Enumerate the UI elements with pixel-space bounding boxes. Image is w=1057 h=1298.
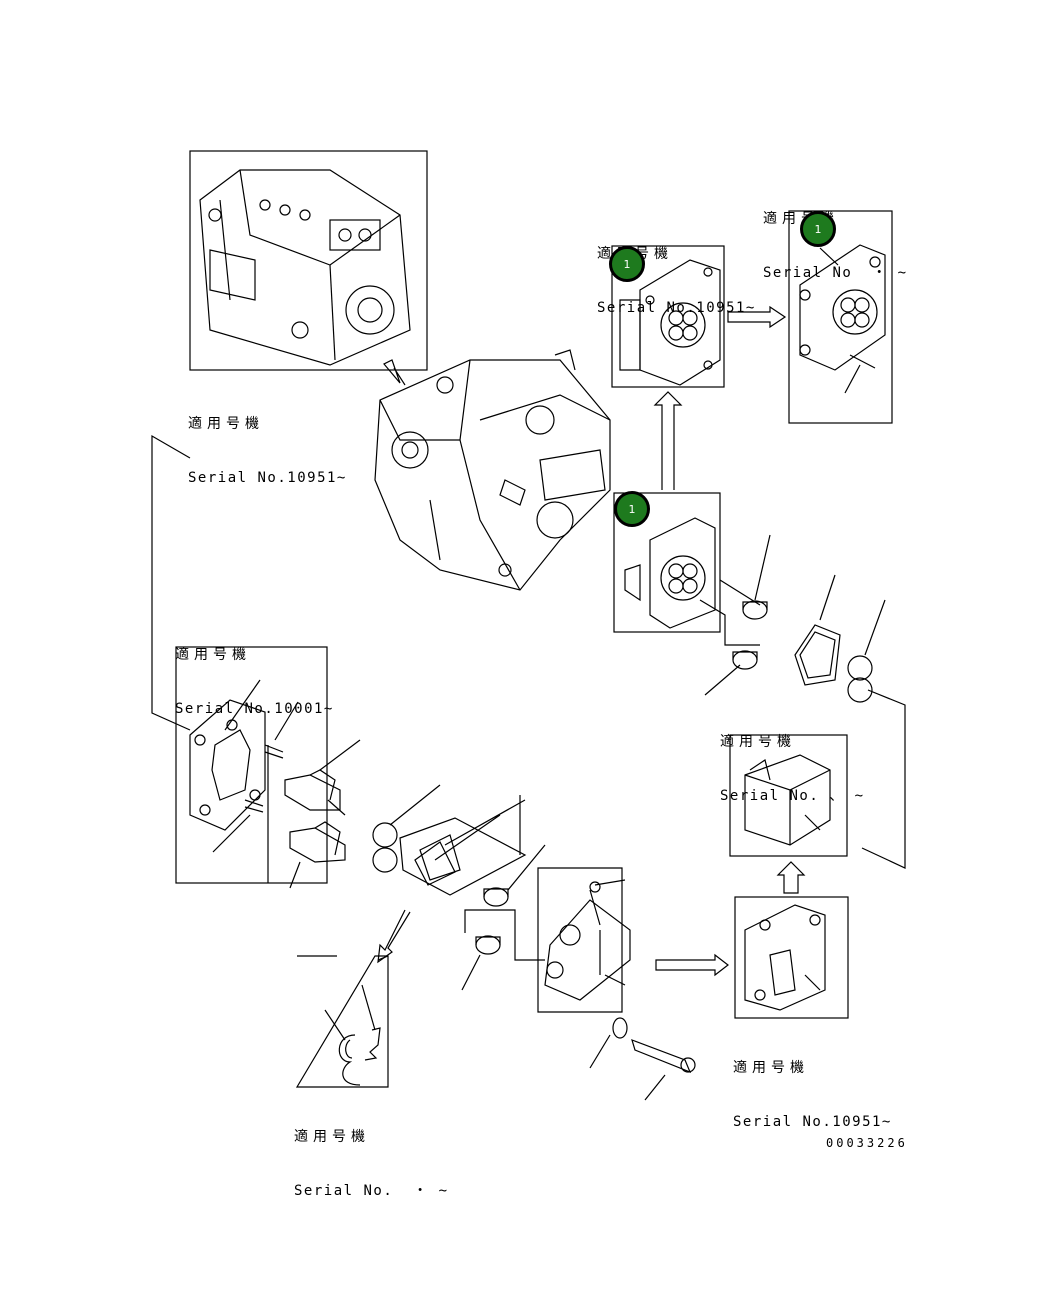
label-bottom-right-serial: Serial No.10951~ xyxy=(733,1114,892,1130)
arrow-down-left xyxy=(377,909,411,964)
label-right-mid-jp: 適用号機 xyxy=(720,734,796,750)
label-top-mid-serial: Serial No.10951~ xyxy=(597,300,756,316)
label-top-left-jp: 適用号機 xyxy=(188,416,264,432)
inset-cover-plate-c xyxy=(613,492,721,633)
callout-badge: 1 xyxy=(609,246,645,282)
leader-bracket-left xyxy=(151,434,269,883)
label-bottom-right: 適用号機 Serial No.10951~ xyxy=(733,1023,892,1149)
callout-badge: 1 xyxy=(800,211,836,247)
gear-shafts xyxy=(284,739,361,889)
inset-front-plate xyxy=(175,646,328,884)
label-left-mid-jp: 適用号機 xyxy=(175,647,251,663)
bolt-and-washer xyxy=(589,1017,696,1101)
label-left-mid: 適用号機 Serial No.10001~ xyxy=(175,610,334,736)
arrow-right-bottom xyxy=(655,953,729,977)
arrow-up-mid xyxy=(653,391,683,490)
drawing-code: 00033226 xyxy=(826,1136,908,1150)
label-bottom-right-jp: 適用号機 xyxy=(733,1060,809,1076)
leader-bracket-right xyxy=(861,689,906,869)
callout-badge: 1 xyxy=(614,491,650,527)
arrow-right-top xyxy=(727,305,787,329)
label-right-mid-serial: Serial No. 、 ~ xyxy=(720,788,865,804)
inset-cover-plate-b xyxy=(788,210,893,424)
label-bottom-left: 適用号機 Serial No. ・ ~ xyxy=(294,1092,449,1218)
bushings-right xyxy=(704,534,886,703)
label-bottom-left-jp: 適用号機 xyxy=(294,1129,370,1145)
label-top-left: 適用号機 Serial No.10951~ xyxy=(188,379,347,505)
inset-snap-ring xyxy=(295,955,389,1088)
label-top-left-serial: Serial No.10951~ xyxy=(188,470,347,486)
inset-end-cover xyxy=(734,896,849,1019)
inset-valve-block xyxy=(189,150,428,371)
arrow-up-bottom-right xyxy=(776,861,806,894)
gaskets-center xyxy=(372,784,546,991)
inset-cover-plate-a xyxy=(611,245,725,388)
arrow-up-left xyxy=(383,359,406,386)
main-pump-assembly xyxy=(374,349,611,591)
leader-lines-b xyxy=(594,879,626,986)
inset-center-housing xyxy=(537,867,631,1013)
label-top-right-serial: Serial No ・ ~ xyxy=(763,265,908,281)
inset-valve-housing xyxy=(729,734,848,857)
label-bottom-left-serial: Serial No. ・ ~ xyxy=(294,1183,449,1199)
label-left-mid-serial: Serial No.10001~ xyxy=(175,701,334,717)
label-top-right: 適用号機 Serial No ・ ~ xyxy=(763,174,908,300)
label-right-mid: 適用号機 Serial No. 、 ~ xyxy=(720,697,865,823)
